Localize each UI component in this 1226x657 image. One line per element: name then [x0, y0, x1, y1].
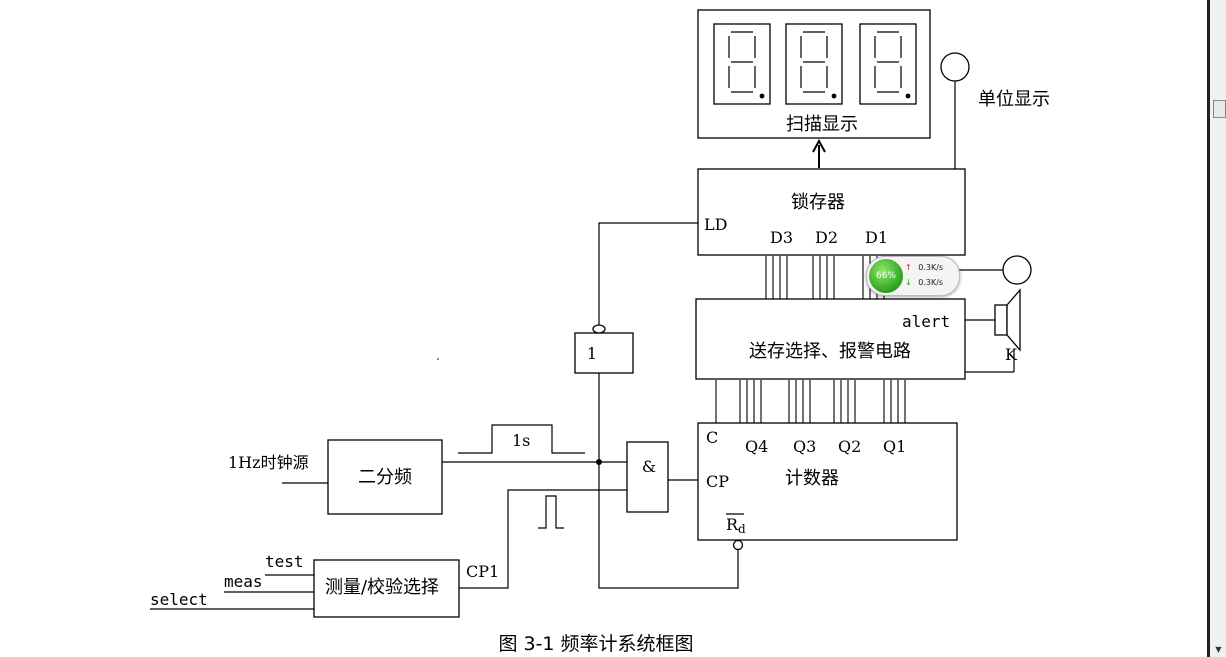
- up-arrow-icon: ↑: [905, 263, 912, 272]
- one-second-pulse: [458, 424, 585, 454]
- seven-segment-digit-3: [859, 23, 917, 105]
- down-arrow-icon: ↓: [905, 278, 912, 287]
- cp1-label: CP1: [466, 562, 499, 581]
- d2-pin-label: D2: [815, 228, 838, 247]
- reset-wire: [598, 462, 739, 589]
- scan-display-block: 扫描显示: [697, 9, 931, 139]
- q3-pin-label: Q3: [793, 437, 816, 456]
- cp-pin-label: CP: [706, 472, 729, 491]
- c-pin-label: C: [706, 428, 718, 447]
- net-usage-ball: 66%: [869, 259, 903, 293]
- and-gate: &: [626, 441, 669, 513]
- scan-display-label: 扫描显示: [786, 114, 858, 135]
- counter-label: 计数器: [785, 468, 839, 489]
- network-speed-widget[interactable]: 66% ↑ 0.3K/s ↓ 0.3K/s: [866, 256, 960, 296]
- q1-pin-label: Q1: [883, 437, 906, 456]
- unit-display-label: 单位显示: [978, 89, 1050, 110]
- q4-pin-label: Q4: [745, 437, 768, 456]
- latch-block: 锁存器 LD D3 D2 D1: [697, 168, 966, 256]
- alarm-lamp: [955, 255, 1032, 285]
- q2-pin-label: Q2: [838, 437, 861, 456]
- scrollbar-thumb[interactable]: [1213, 100, 1226, 118]
- send-select-alarm-block: alert 送存选择、报警电路: [695, 298, 966, 380]
- send-select-alarm-label: 送存选择、报警电路: [749, 341, 911, 362]
- k-label: K: [1005, 345, 1018, 364]
- measure-check-select-block: 测量/校验选择: [313, 559, 460, 618]
- vertical-scrollbar[interactable]: ▼: [1207, 0, 1226, 657]
- cp1-wire: [459, 489, 627, 589]
- one-second-label: 1s: [512, 431, 530, 450]
- inverter-label: 1: [587, 344, 597, 363]
- divide-by-two-block: 二分频: [327, 439, 443, 515]
- seven-segment-digit-2: [785, 23, 843, 105]
- figure-caption: 图 3-1 频率计系统框图: [498, 633, 693, 655]
- ld-wire: [598, 222, 698, 325]
- rd-pin-label: Rd: [726, 515, 746, 536]
- test-input-label: test: [265, 552, 304, 571]
- latch-label: 锁存器: [791, 192, 845, 213]
- alert-pin-label: alert: [902, 312, 950, 331]
- d3-pin-label: D3: [770, 228, 793, 247]
- clock-pulse-symbol: [538, 495, 564, 529]
- counter-block: C Q4 Q3 Q2 Q1 CP 计数器 Rd: [697, 422, 958, 551]
- measure-check-select-label: 测量/校验选择: [325, 577, 439, 598]
- seven-segment-digit-1: [713, 23, 771, 105]
- meas-input-label: meas: [224, 572, 263, 591]
- d1-pin-label: D1: [865, 228, 888, 247]
- download-speed: 0.3K/s: [918, 278, 944, 287]
- data-bus-latch: [765, 256, 885, 299]
- and-gate-label: &: [642, 457, 656, 476]
- inverter-gate: 1: [574, 324, 634, 374]
- latch-to-display-arrow: [812, 138, 826, 168]
- speaker-icon: K: [965, 288, 1021, 373]
- clock-source-label: 1Hz时钟源: [228, 453, 309, 472]
- unit-display-lamp: 单位显示: [940, 52, 1050, 170]
- scroll-down-arrow-icon[interactable]: ▼: [1215, 645, 1222, 654]
- data-bus-counter: [715, 380, 906, 423]
- ld-pin-label: LD: [704, 215, 727, 234]
- select-input-label: select: [150, 590, 208, 609]
- divider-label: 二分频: [358, 467, 412, 488]
- upload-speed: 0.3K/s: [918, 263, 944, 272]
